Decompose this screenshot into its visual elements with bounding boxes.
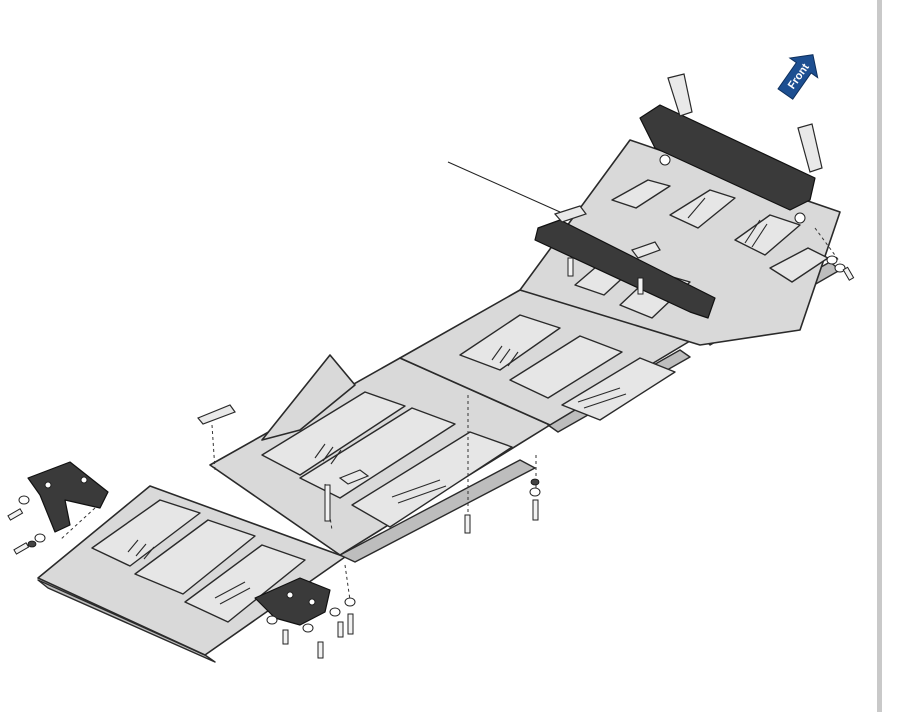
middle-crossmember-bracket xyxy=(534,205,716,319)
rear-left-bracket xyxy=(27,461,109,533)
front-fasteners xyxy=(567,255,855,295)
front-direction-arrow: Front xyxy=(777,54,819,100)
middle-fasteners xyxy=(324,478,541,534)
skid-plate-exploded-diagram: Front xyxy=(7,54,855,663)
middle-skid-plate xyxy=(209,354,551,563)
vent-slots-trans xyxy=(491,345,627,409)
vent-slots-middle xyxy=(314,443,447,504)
callout-leader-line xyxy=(447,161,561,213)
transmission-skid-plate xyxy=(399,289,701,433)
vent-slots-front xyxy=(687,197,768,248)
front-crossmember-bracket xyxy=(639,73,823,224)
rear-skid-plate xyxy=(37,485,346,663)
front-arrow-icon xyxy=(777,54,819,100)
page-divider xyxy=(877,0,882,712)
vent-slots xyxy=(127,539,251,605)
rear-left-fasteners xyxy=(7,495,46,555)
middle-mounting-tab xyxy=(197,404,236,471)
rear-right-fasteners xyxy=(266,597,356,659)
